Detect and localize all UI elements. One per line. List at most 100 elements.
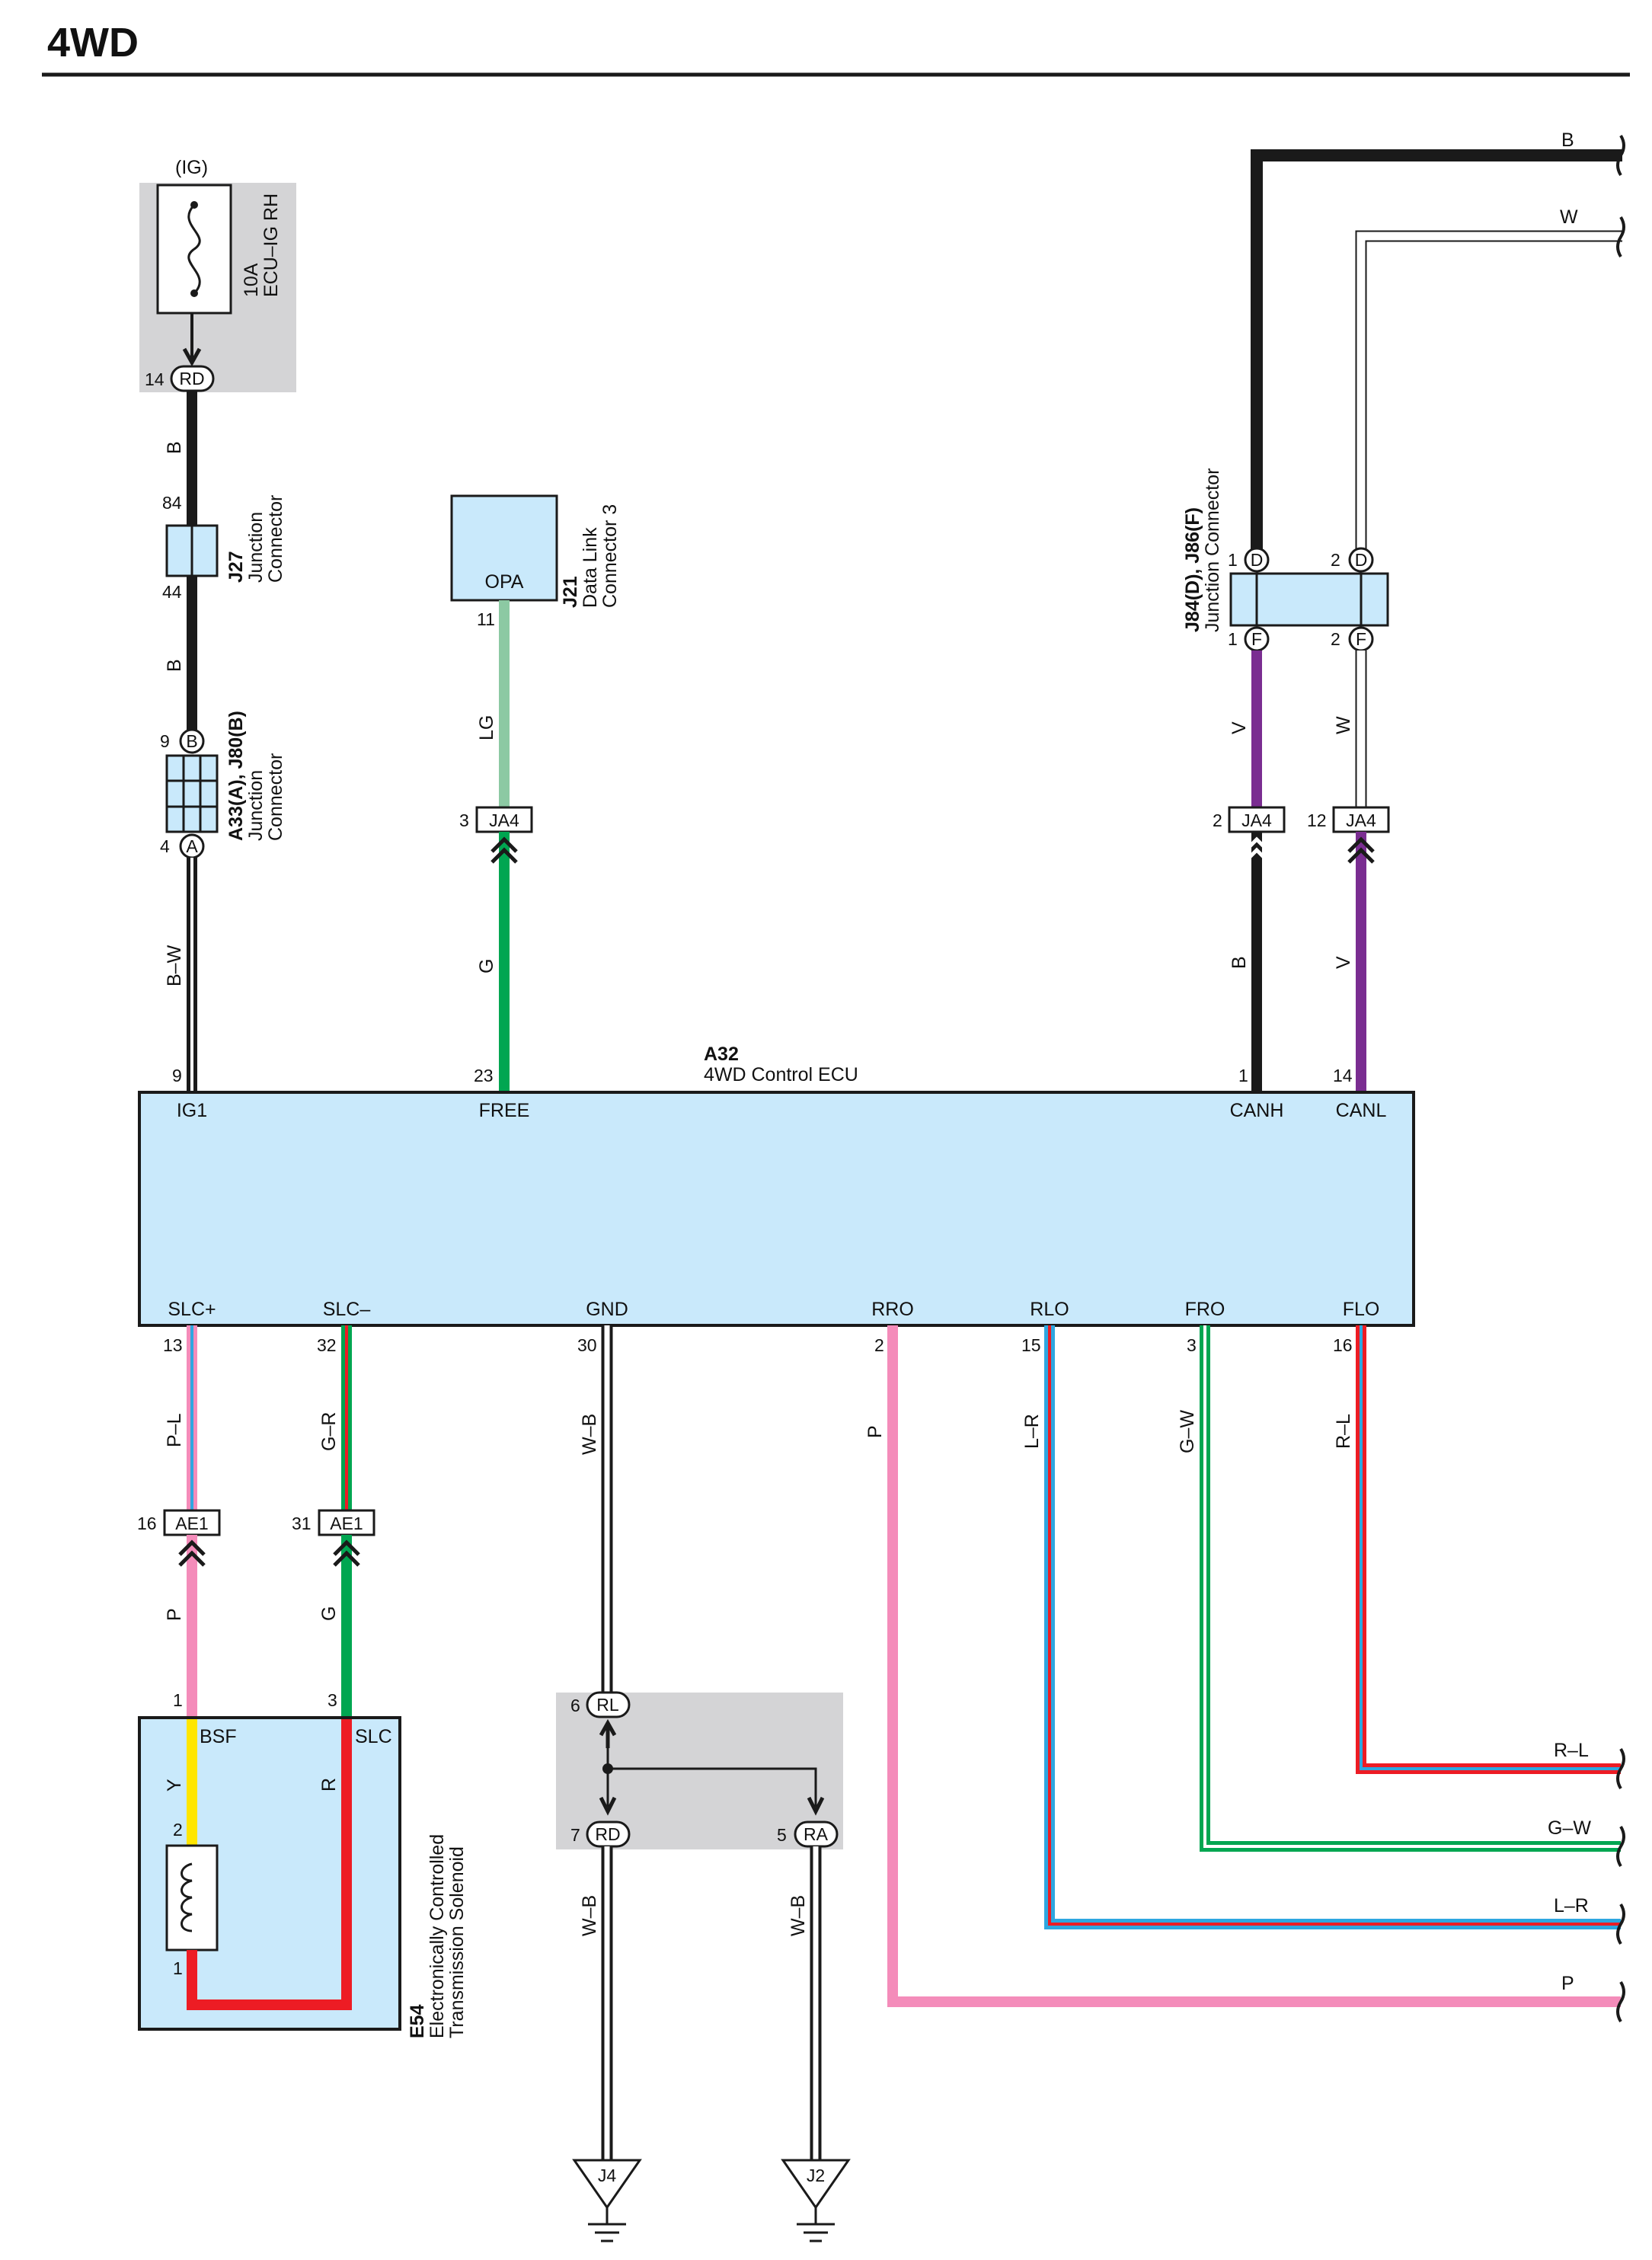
connector-j84: D D F F [1229,547,1389,652]
ae1-g-pin: 31 [292,1514,312,1533]
splice-dot [602,1763,613,1774]
ecu-top-pin-free: 23 [474,1066,494,1085]
j21-line1: Data Link [580,527,601,608]
wire-b-top [1251,149,1622,560]
solenoid-line2: Transmission Solenoid [446,1846,468,2038]
j27-pin-bottom: 44 [162,582,182,602]
svg-text:JA4: JA4 [1241,810,1272,830]
arrow-down-icon [182,347,202,367]
ecu-terminal-gnd: GND [586,1299,628,1320]
ecu-pin-rro: 2 [874,1335,884,1355]
wire-break-icon [1616,1903,1625,1945]
wire-label-out-lr: L–R [1554,1895,1589,1916]
solenoid-pin-slc: 3 [328,1690,337,1710]
relay-block-pin: 14 [145,369,165,389]
j21-line2: Connector 3 [599,504,621,608]
wire-label-ae1-bsf: P [164,1608,185,1621]
j84-pin-f2: 2 [1331,629,1340,649]
svg-text:D: D [1355,550,1368,570]
connector-arrow-icon [1347,836,1375,864]
a33-pin-top: 9 [160,731,170,751]
relay-block-rl: RL [586,1691,631,1718]
wire-r-solenoid [187,1719,352,2010]
ecu-terminal-slc-minus: SLC– [323,1299,371,1320]
wire-label-ja4-canl: V [1333,956,1354,969]
ecu-pin-flo: 16 [1333,1335,1353,1355]
ecu-terminal-canl: CANL [1336,1100,1387,1121]
connector-arrow-icon [490,836,518,864]
svg-text:RD: RD [179,369,204,388]
wire-gw-tracer [1203,1325,1621,1848]
svg-text:F: F [1356,629,1366,649]
wire-label-ja4-free: G [476,959,497,973]
ecu-pin-gnd: 30 [577,1335,597,1355]
svg-text:F: F [1251,629,1262,649]
j21-terminal: OPA [485,571,524,593]
page-title: 4WD [47,20,139,66]
solenoid-line1: Electronically Controlled [427,1834,448,2038]
fuse-supply-label: (IG) [175,157,208,178]
j21-id: J21 [560,576,581,608]
wire-w-top-fill [1356,232,1622,560]
svg-text:JA4: JA4 [1346,810,1376,830]
solenoid-pin-coil-bottom: 1 [173,1958,183,1978]
wire-label-fro: G–W [1177,1410,1198,1453]
wire-label-ja4-canh: B [1229,956,1250,969]
wire-label-solenoid-y: Y [164,1779,185,1792]
ae1-p-pin: 16 [137,1514,157,1533]
wire-label-out-gw: G–W [1548,1817,1591,1839]
wire-label-top-w: W [1560,206,1578,228]
wire-label-slc-minus: G–R [318,1412,340,1451]
coil-icon [165,1844,219,1952]
j84-pin-d2: 2 [1331,550,1340,570]
solenoid-pin-bsf: 1 [173,1690,183,1710]
ecu-top-pin-canh: 1 [1238,1066,1248,1085]
connector-arrow-icon [1243,836,1270,864]
ecu-terminal-ig1: IG1 [177,1100,207,1121]
ground-block-left-pin: 7 [570,1825,580,1845]
ecu-pin-slc-minus: 32 [317,1335,337,1355]
connector-j21: OPA [450,494,558,602]
a33-id: A33(A), J80(B) [225,711,247,841]
wire-label-j84-ja4-canh: V [1229,721,1250,734]
wire-label-gnd: W–B [579,1414,600,1455]
svg-text:B: B [186,731,197,751]
j84-pin-f1: 1 [1228,629,1238,649]
splice-lines [606,1748,817,1807]
arrow-down-icon [599,1796,617,1816]
ecu-terminal-free: FREE [479,1100,530,1121]
connector-arrow-icon [333,1539,360,1567]
wire-label-slc-plus: P–L [164,1413,185,1447]
ecu-id: A32 [704,1044,739,1065]
ecu-terminal-slc-plus: SLC+ [168,1299,216,1320]
wire-rl-flo [1356,1325,1621,1774]
connector-ae1-g: AE1 [318,1509,375,1536]
connector-ja4-canh: JA4 [1228,806,1286,833]
connector-ja4-canl: JA4 [1332,806,1390,833]
ecu-terminal-canh: CANH [1230,1100,1284,1121]
wire-label-j21-ja4: LG [476,715,497,740]
ground-j2: J2 [781,2159,851,2242]
j27-pin-top: 84 [162,493,182,513]
connector-ja4-free: JA4 [475,806,533,833]
relay-block-ra: RA [794,1820,839,1848]
wire-break-icon [1616,1747,1625,1790]
wire-label-j27-a33: B [164,659,185,672]
wire-label-rlo: L–R [1021,1414,1043,1449]
svg-text:RD: RD [595,1824,620,1844]
svg-text:J4: J4 [598,2166,617,2185]
solenoid-pin-coil-top: 2 [173,1820,183,1840]
ecu-a32 [138,1091,1415,1327]
connector-ae1-p: AE1 [163,1509,221,1536]
wire-p-rro [887,1325,1621,2007]
ecu-pin-slc-plus: 13 [163,1335,183,1355]
connector-j27 [165,524,219,577]
wire-label-j84-ja4-canl: W [1333,716,1354,734]
wire-label-flo: R–L [1333,1414,1354,1449]
j21-pin: 11 [477,609,495,629]
wire-label-out-rl: R–L [1554,1740,1589,1761]
ecu-top-pin-ig1: 9 [172,1066,182,1085]
wire-break-icon [1616,1825,1625,1868]
ja4-canh-pin: 2 [1213,810,1222,830]
